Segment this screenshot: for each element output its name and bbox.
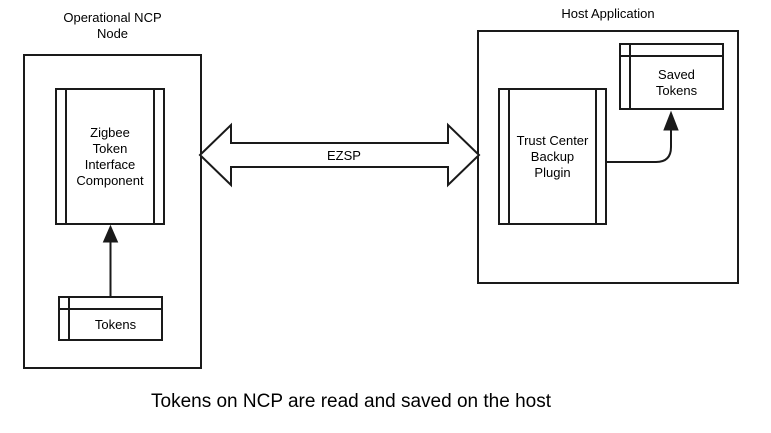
- saved-tokens-box-left-divider: [629, 45, 631, 108]
- trust-center-component-label: Trust Center Backup Plugin: [516, 132, 589, 180]
- saved-tokens-box-top-divider: [621, 55, 722, 57]
- diagram-caption: Tokens on NCP are read and saved on the …: [151, 391, 551, 412]
- component-inner-bar-right: [153, 90, 155, 223]
- component-inner-bar-left: [65, 90, 67, 223]
- saved-tokens-box: Saved Tokens: [619, 43, 724, 110]
- saved-tokens-label: Saved Tokens: [655, 66, 698, 98]
- tokens-label: Tokens: [94, 316, 137, 332]
- host-app-title: Host Application: [561, 6, 655, 21]
- trust-center-component-box: Trust Center Backup Plugin: [498, 88, 607, 225]
- tokens-box: Tokens: [58, 296, 163, 341]
- tokens-box-left-divider: [68, 298, 70, 339]
- tokens-box-top-divider: [60, 308, 161, 310]
- ncp-node-title: Operational NCP Node: [63, 10, 162, 41]
- ezsp-label: EZSP: [327, 148, 361, 163]
- component-inner-bar-left: [508, 90, 510, 223]
- component-inner-bar-right: [595, 90, 597, 223]
- zigbee-component-label: Zigbee Token Interface Component: [76, 124, 144, 188]
- zigbee-component-box: Zigbee Token Interface Component: [55, 88, 165, 225]
